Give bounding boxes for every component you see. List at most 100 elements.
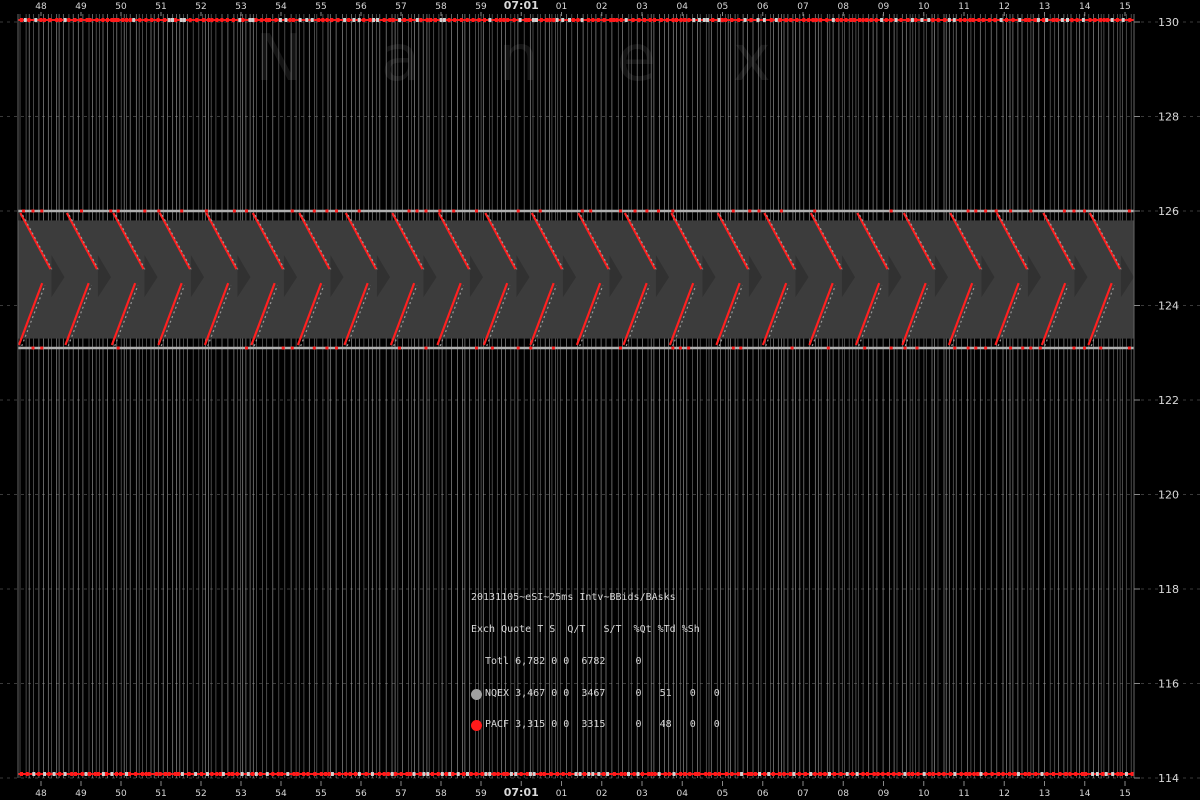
bid-edge-mark (335, 346, 338, 350)
ask-sawtooth-nqex-18 (859, 214, 891, 272)
edge-marker (947, 18, 951, 22)
edge-marker (683, 772, 687, 776)
edge-marker (931, 772, 935, 776)
edge-marker (1128, 18, 1132, 22)
bid-edge-mark (529, 346, 533, 350)
edge-marker (55, 18, 59, 22)
ask-sawtooth-nqex-13 (626, 214, 658, 272)
edge-marker (650, 772, 654, 776)
edge-marker (173, 772, 177, 776)
edge-marker (444, 772, 448, 776)
legend-header: Exch Quote T S Q/T S/T %Qt %Td %Sh (471, 623, 700, 635)
edge-marker (903, 772, 907, 776)
ask-sawtooth-8 (391, 212, 424, 270)
edge-marker (386, 772, 390, 776)
ask-sawtooth-10 (484, 212, 517, 270)
ask-sawtooth-nqex-1 (68, 214, 100, 272)
edge-marker (254, 18, 258, 22)
ask-edge-mark (109, 209, 113, 213)
edge-marker (1106, 18, 1110, 22)
edge-marker (627, 772, 630, 776)
edge-marker (907, 772, 911, 776)
edge-marker (440, 772, 444, 776)
edge-marker (524, 18, 528, 22)
x-tick-label-bottom-4: 52 (195, 789, 206, 799)
edge-marker (409, 18, 412, 22)
edge-marker (93, 772, 97, 776)
edge-marker (667, 772, 671, 776)
edge-marker (832, 772, 836, 776)
edge-marker (321, 18, 325, 22)
ask-sawtooth-nqex-22 (1045, 214, 1077, 272)
y-tick-label-128: 128 (1158, 111, 1179, 124)
edge-marker (509, 772, 513, 776)
y-tick-label-118: 118 (1158, 583, 1179, 596)
bid-sawtooth-6 (296, 282, 323, 346)
edge-marker (711, 18, 715, 22)
x-tick-label-bottom-20: 08 (838, 789, 850, 799)
x-tick-label-bottom-2: 50 (115, 789, 127, 799)
edge-marker (1124, 772, 1128, 776)
edge-marker (405, 772, 409, 776)
edge-marker (164, 772, 167, 776)
ask-edge-mark (40, 209, 44, 213)
edge-marker (80, 772, 84, 776)
edge-marker (1102, 18, 1106, 22)
edge-marker (1064, 772, 1068, 776)
edge-marker (659, 18, 663, 22)
edge-marker (337, 772, 341, 776)
ask-edge-mark (424, 209, 428, 213)
bid-sawtooth-nqex-1 (67, 284, 93, 347)
edge-marker (784, 18, 788, 22)
edge-marker (382, 772, 386, 776)
x-tick-label-top-1: 49 (75, 2, 87, 12)
bid-sawtooth-nqex-8 (393, 284, 418, 347)
x-tick-label-bottom-16: 04 (677, 789, 689, 799)
ask-sawtooth-nqex-12 (580, 214, 612, 272)
chevron-notch-14 (702, 255, 716, 298)
ask-edge-mark (407, 209, 411, 213)
edge-marker (1130, 772, 1134, 776)
edge-marker (101, 772, 105, 776)
edge-marker (876, 772, 880, 776)
edge-marker (778, 772, 782, 776)
ask-edge-mark (984, 209, 988, 213)
edge-marker (839, 772, 843, 776)
edge-marker (958, 18, 962, 22)
edge-marker (561, 772, 565, 776)
quote-band (17, 209, 1134, 350)
edge-marker (132, 18, 136, 22)
edge-marker (180, 772, 184, 776)
edge-marker (357, 772, 361, 776)
edge-marker (240, 772, 244, 776)
edge-marker (79, 18, 83, 22)
edge-marker (1119, 772, 1123, 776)
chevron-notch-11 (562, 255, 576, 298)
edge-marker (34, 18, 38, 22)
edge-marker (418, 772, 422, 776)
edge-marker (354, 772, 357, 776)
edge-marker (866, 772, 869, 776)
edge-marker (892, 772, 896, 776)
bid-sawtooth-21 (994, 282, 1020, 346)
bid-sawtooth-22 (1040, 282, 1067, 346)
edge-marker (514, 772, 518, 776)
bid-edge-mark (245, 346, 248, 350)
bid-sawtooth-nqex-22 (1044, 284, 1069, 347)
edge-marker (576, 18, 580, 22)
edge-marker (535, 18, 538, 22)
ask-sawtooth-6 (298, 212, 331, 270)
x-tick-label-bottom-23: 11 (958, 789, 969, 799)
edge-marker (914, 18, 918, 22)
x-tick-label-top-23: 11 (958, 2, 969, 12)
bid-sawtooth-nqex-0 (21, 284, 46, 347)
x-tick-label-top-27: 15 (1119, 2, 1130, 12)
x-tick-label-bottom-10: 58 (435, 789, 447, 799)
edge-marker (1115, 18, 1119, 22)
x-tick-label-bottom-15: 03 (636, 789, 647, 799)
ask-edge-mark (312, 209, 316, 213)
ask-sawtooth-23 (1088, 212, 1122, 270)
bid-edge-mark (116, 346, 120, 350)
ask-sawtooth-5 (251, 212, 285, 270)
edge-marker (619, 772, 623, 776)
